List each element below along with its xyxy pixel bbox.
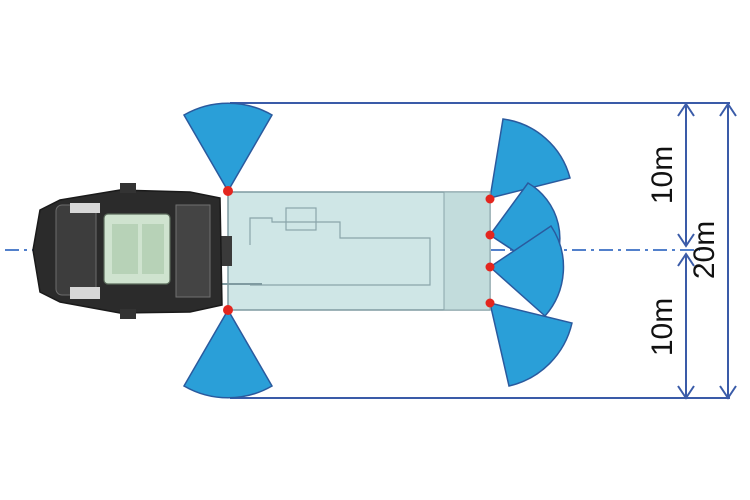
rear-lower-middle-sensor-sector — [488, 224, 565, 318]
rear-bottom-sensor-sector — [488, 301, 573, 387]
total-dimension-label: 20m — [688, 221, 721, 279]
rear-upper-middle-sensor-dot — [485, 230, 495, 240]
rear-top-sensor-dot — [485, 194, 495, 204]
total-dimension-arrow — [719, 102, 737, 400]
trailer — [210, 191, 491, 311]
front-bottom-sensor-sector — [182, 308, 274, 399]
front-bottom-sensor-dot — [223, 305, 233, 315]
upper-dimension-arrow — [677, 102, 695, 248]
front-top-sensor-dot — [223, 186, 233, 196]
lower-dimension-arrow — [677, 252, 695, 400]
lower-dimension-label: 10m — [646, 298, 679, 356]
front-top-sensor-sector — [182, 102, 274, 193]
rear-lower-middle-sensor-dot — [485, 262, 495, 272]
upper-dimension-label: 10m — [646, 146, 679, 204]
rear-top-sensor-sector — [489, 118, 571, 200]
rear-bottom-sensor-dot — [485, 298, 495, 308]
tractor — [32, 183, 223, 319]
